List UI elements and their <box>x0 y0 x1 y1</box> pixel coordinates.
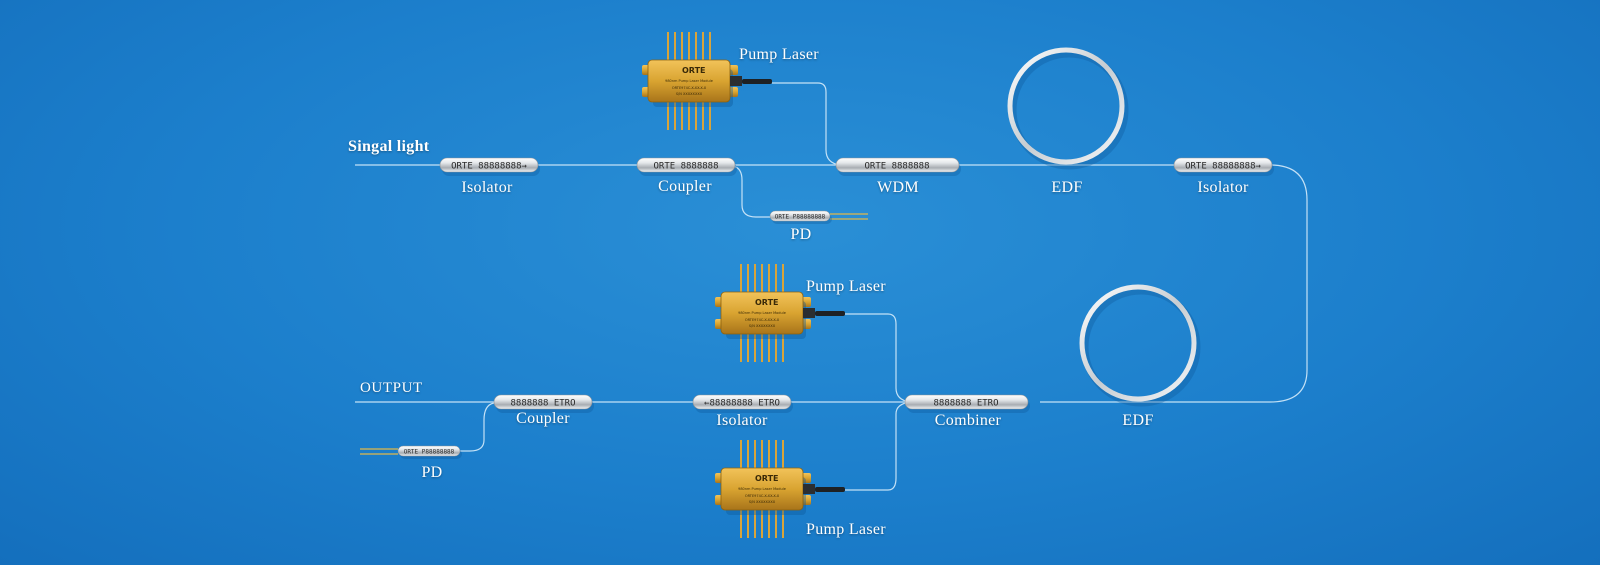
fiber-right-loop <box>1040 164 1308 403</box>
coupler-1-marking: ORTE 8888888 <box>653 162 718 172</box>
combiner-device: 8888888 ETRO <box>904 394 1030 413</box>
output-label: OUTPUT <box>360 380 423 396</box>
pump-laser-1-device: ORTE 980nm Pump Laser Module ORTE974C-X-… <box>642 32 772 130</box>
pd-2-marking: ORTE P88888888 <box>404 449 455 456</box>
fiber-coupler2-pd2 <box>460 402 495 452</box>
pump-2-serial: S/N XXXXXXXX <box>749 324 776 328</box>
pump-3-brand: ORTE <box>755 474 779 483</box>
pump-1-brand: ORTE <box>682 66 706 75</box>
pump-3-part: ORTE974C-X-XX-X-X <box>745 494 780 498</box>
wdm-device: ORTE 8888888 <box>835 157 961 176</box>
pd-1-device: ORTE P88888888 <box>769 210 832 224</box>
coupler-1-device: ORTE 8888888 <box>636 157 737 176</box>
pump-laser-3-label: Pump Laser <box>806 521 886 538</box>
isolator-1-device: ORTE 88888888→ <box>439 157 540 176</box>
pd-1-marking: ORTE P88888888 <box>775 214 826 221</box>
edf-ring-2 <box>1079 284 1201 407</box>
isolator-3-label: Isolator <box>716 412 768 429</box>
edf-1-label: EDF <box>1051 179 1083 196</box>
pump-1-part: ORTE974C-X-XX-X-X <box>672 86 707 90</box>
coupler-2-marking: 8888888 ETRO <box>510 399 575 409</box>
coupler-1-label: Coupler <box>658 178 712 195</box>
wdm-label: WDM <box>877 179 919 196</box>
isolator-1-label: Isolator <box>461 179 513 196</box>
pump-laser-2-label: Pump Laser <box>806 278 886 295</box>
pump-laser-2-device: ORTE 980nm Pump Laser Module ORTE974C-X-… <box>715 264 845 362</box>
pd-2-label: PD <box>421 464 443 481</box>
fiber-pump3-combiner <box>845 401 911 491</box>
pump-laser-1-label: Pump Laser <box>739 46 819 63</box>
signal-light-label: Singal light <box>348 138 430 155</box>
fiber-pump1-wdm <box>772 82 841 166</box>
wdm-marking: ORTE 8888888 <box>864 162 929 172</box>
combiner-label: Combiner <box>934 412 1002 429</box>
pump-1-serial: S/N XXXXXXXX <box>676 92 703 96</box>
pump-3-serial: S/N XXXXXXXX <box>749 500 776 504</box>
isolator-2-marking: ORTE 88888888→ <box>1185 162 1261 172</box>
edf-ring-1 <box>1007 47 1129 170</box>
isolator-3-marking: ←88888888 ETRO <box>704 399 780 409</box>
pd-1-label: PD <box>790 226 812 243</box>
coupler-2-label: Coupler <box>516 410 570 427</box>
pump-2-model: 980nm Pump Laser Module <box>738 311 786 315</box>
fiber-coupler1-pd1 <box>732 165 770 218</box>
pd-2-device: ORTE P88888888 <box>397 445 462 459</box>
edf-2-label: EDF <box>1122 412 1154 429</box>
pump-2-brand: ORTE <box>755 298 779 307</box>
fiber-pump2-combiner <box>845 313 911 403</box>
isolator-3-device: ←88888888 ETRO <box>692 394 793 413</box>
pump-1-model: 980nm Pump Laser Module <box>665 79 713 83</box>
isolator-2-label: Isolator <box>1197 179 1249 196</box>
isolator-1-marking: ORTE 88888888→ <box>451 162 527 172</box>
pump-laser-3-device: ORTE 980nm Pump Laser Module ORTE974C-X-… <box>715 440 845 538</box>
isolator-2-device: ORTE 88888888→ <box>1173 157 1274 176</box>
pump-3-model: 980nm Pump Laser Module <box>738 487 786 491</box>
pump-2-part: ORTE974C-X-XX-X-X <box>745 318 780 322</box>
coupler-2-device: 8888888 ETRO <box>493 394 594 413</box>
combiner-marking: 8888888 ETRO <box>933 399 998 409</box>
